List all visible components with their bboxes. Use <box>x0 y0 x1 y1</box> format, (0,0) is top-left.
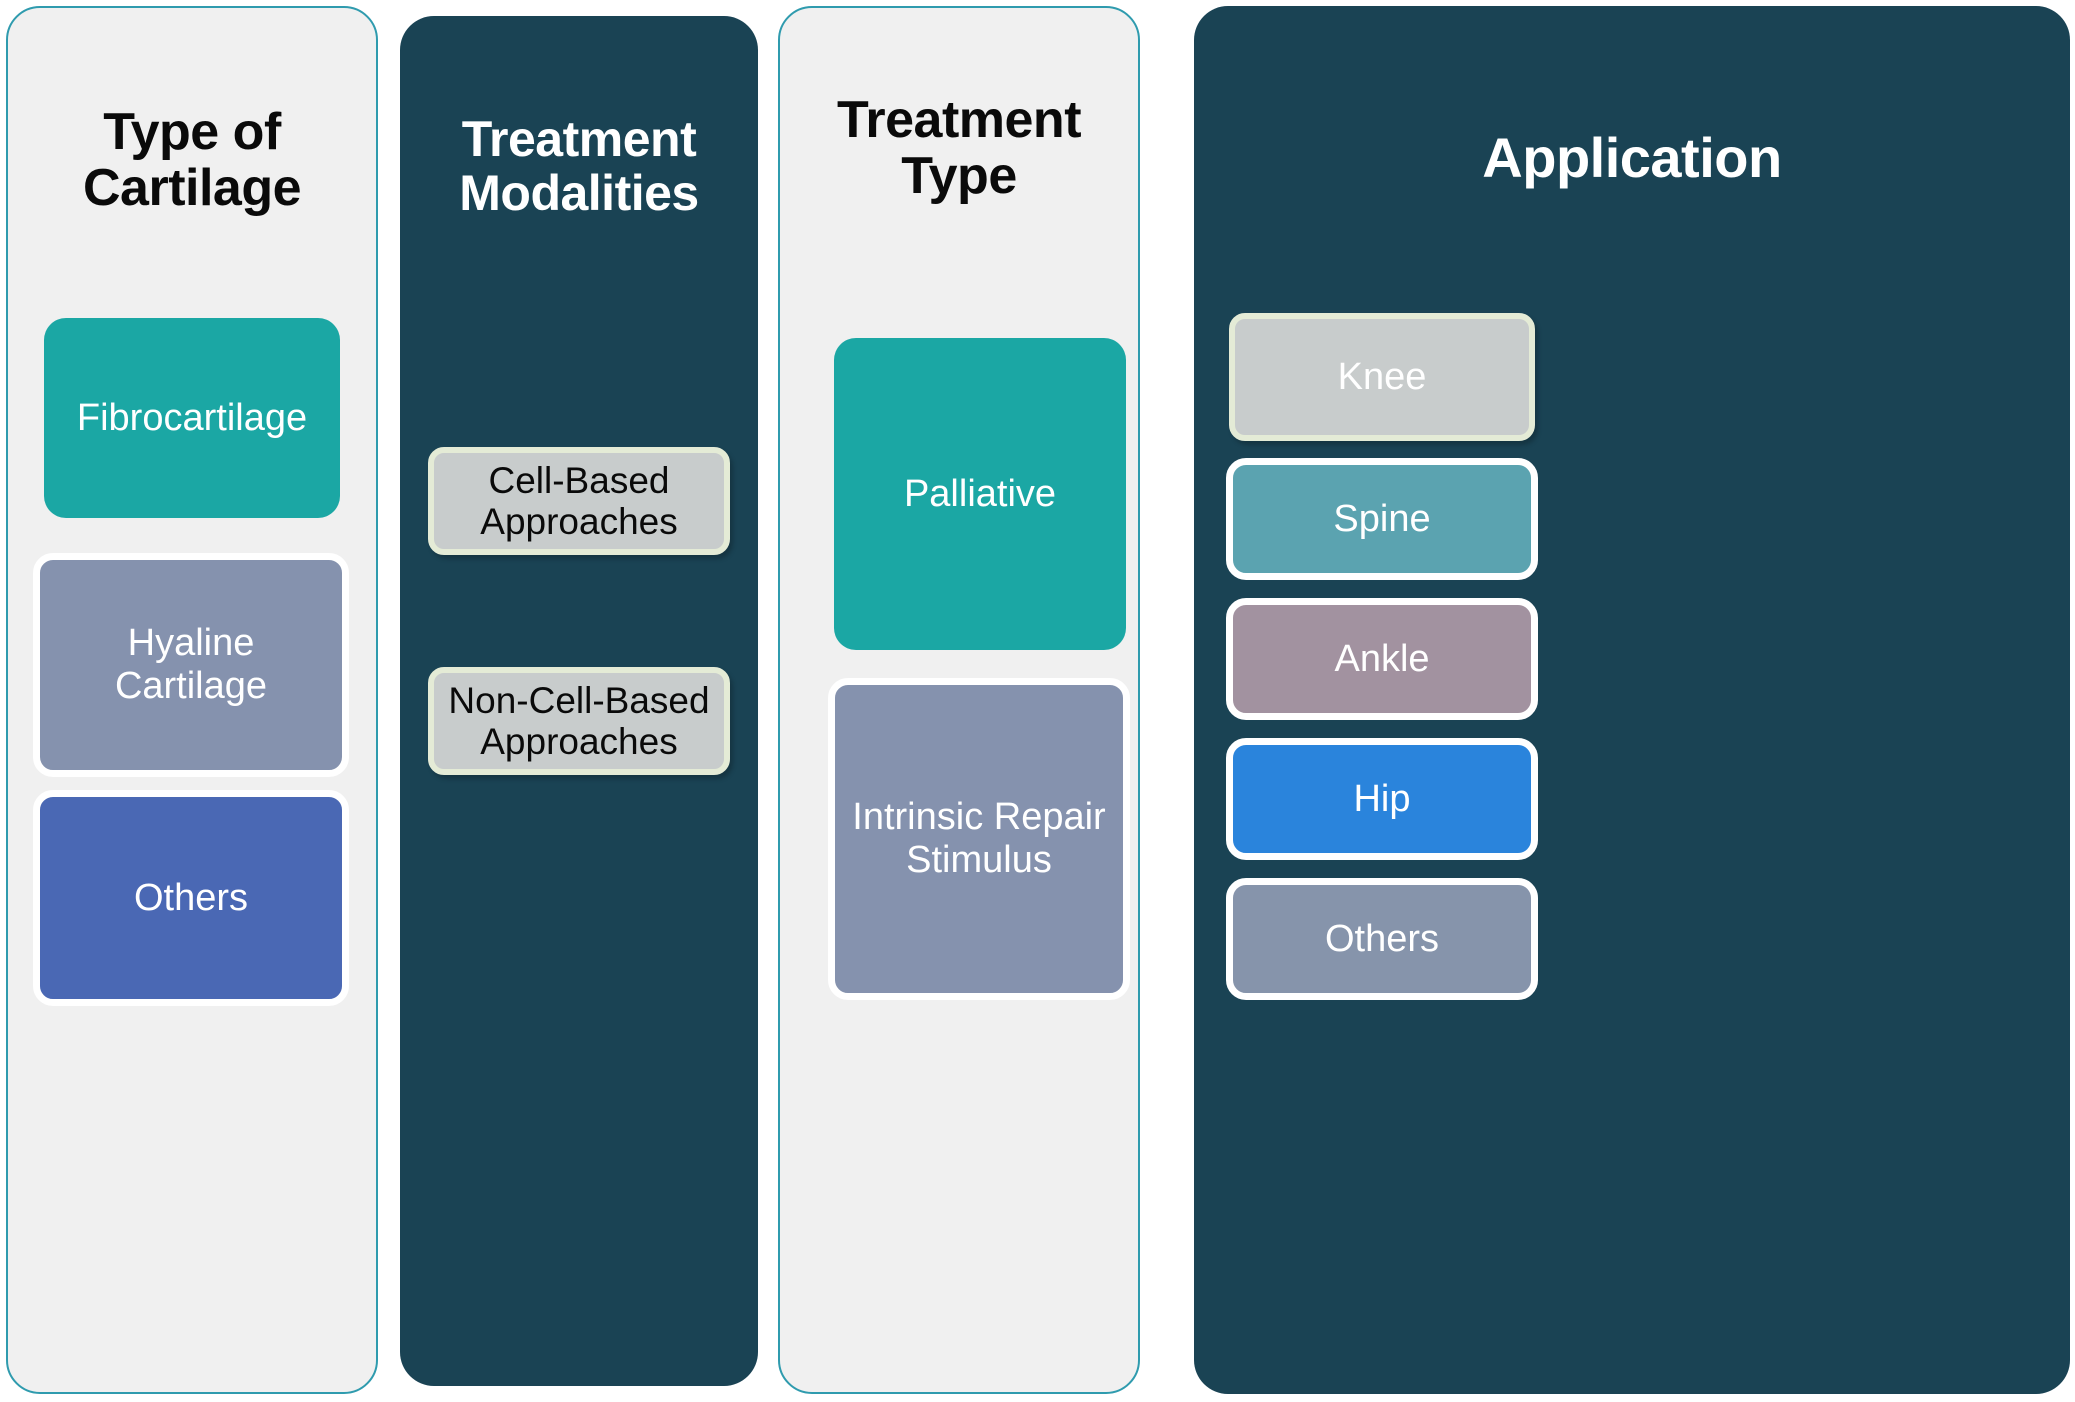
item-label: Others <box>133 876 249 919</box>
item-others-application[interactable]: Others <box>1226 878 1538 1000</box>
item-label: Ankle <box>1334 637 1430 680</box>
item-intrinsic-repair-stimulus[interactable]: Intrinsic Repair Stimulus <box>828 678 1130 1000</box>
item-label: Others <box>1324 917 1440 960</box>
item-knee[interactable]: Knee <box>1229 313 1535 441</box>
panel-title-treatment-type: Treatment Type <box>836 91 1082 206</box>
item-ankle[interactable]: Ankle <box>1226 598 1538 720</box>
panel-title-type-of-cartilage: Type of Cartilage <box>82 103 302 218</box>
item-label: Spine <box>1333 497 1431 540</box>
panel-title-treatment-modalities: Treatment Modalities <box>459 111 699 221</box>
item-label: Hyaline Cartilage <box>114 622 268 707</box>
item-hyaline-cartilage[interactable]: Hyaline Cartilage <box>33 553 349 777</box>
item-palliative[interactable]: Palliative <box>834 338 1126 650</box>
item-label: Fibrocartilage <box>76 396 308 439</box>
item-fibrocartilage[interactable]: Fibrocartilage <box>44 318 340 518</box>
item-label: Cell-Based Approaches <box>480 459 678 542</box>
panel-title-application: Application <box>1482 126 1782 189</box>
item-label: Palliative <box>903 472 1057 515</box>
item-label: Non-Cell-Based Approaches <box>448 679 710 762</box>
item-label: Knee <box>1337 355 1427 398</box>
item-non-cell-based-approaches[interactable]: Non-Cell-Based Approaches <box>428 667 730 775</box>
item-label: Intrinsic Repair Stimulus <box>852 796 1106 881</box>
item-spine[interactable]: Spine <box>1226 458 1538 580</box>
item-hip[interactable]: Hip <box>1226 738 1538 860</box>
item-cell-based-approaches[interactable]: Cell-Based Approaches <box>428 447 730 555</box>
item-label: Hip <box>1353 777 1411 820</box>
item-others-cartilage[interactable]: Others <box>33 790 349 1006</box>
